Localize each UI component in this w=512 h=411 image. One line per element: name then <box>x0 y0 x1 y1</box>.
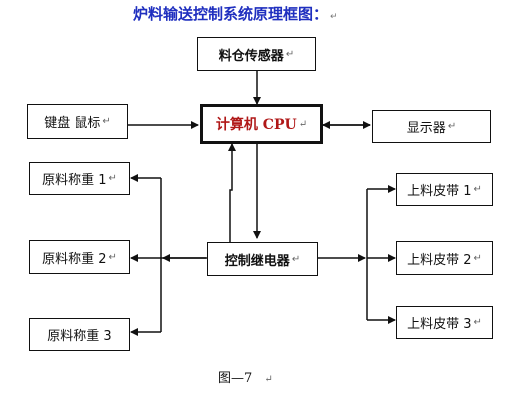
node-sensor-label: 料仓传感器 <box>218 48 284 64</box>
return-mark: ↵ <box>102 116 111 127</box>
return-mark: ↵ <box>285 48 295 60</box>
node-relay: 控制继电器↵ <box>207 242 318 276</box>
node-weigh1: 原料称重 1↵ <box>29 162 130 195</box>
node-weigh2-label: 原料称重 2 <box>42 251 107 267</box>
diagram-title-text: 炉料输送控制系统原理框图： <box>133 5 329 23</box>
node-weigh3: 原料称重 3 <box>29 318 130 351</box>
node-belt2-label: 上料皮带 2 <box>407 252 472 268</box>
return-mark: ↵ <box>473 252 482 264</box>
node-display: 显示器↵ <box>372 110 491 143</box>
node-belt3-label: 上料皮带 3 <box>407 317 472 332</box>
node-keyboard: 键盘 鼠标↵ <box>27 104 128 139</box>
node-sensor: 料仓传感器↵ <box>197 37 316 71</box>
node-weigh1-label: 原料称重 1 <box>42 173 107 188</box>
node-belt3: 上料皮带 3↵ <box>396 306 493 339</box>
return-mark: ↵ <box>298 118 308 130</box>
node-belt2: 上料皮带 2↵ <box>396 241 493 275</box>
figure-caption: 图—7 ↵ <box>218 367 273 386</box>
return-mark: ↵ <box>447 121 457 132</box>
node-relay-label: 控制继电器 <box>224 253 290 269</box>
node-cpu-label: 计算机 CPU <box>215 117 297 133</box>
node-belt1-label: 上料皮带 1 <box>407 184 472 199</box>
node-weigh2: 原料称重 2↵ <box>29 240 130 274</box>
node-belt1: 上料皮带 1↵ <box>396 173 493 206</box>
return-mark: ↵ <box>473 184 482 195</box>
diagram-title: 炉料输送控制系统原理框图：↵ <box>133 3 338 24</box>
return-mark: ↵ <box>108 173 117 184</box>
return-mark: ↵ <box>291 253 301 265</box>
return-mark: ↵ <box>330 12 338 22</box>
arrow-bus-to-cpu <box>228 143 236 258</box>
figure-caption-text: 图—7 <box>218 371 253 386</box>
return-mark: ↵ <box>108 251 117 263</box>
node-display-label: 显示器 <box>406 121 446 136</box>
return-mark: ↵ <box>473 317 482 328</box>
node-cpu: 计算机 CPU↵ <box>200 104 323 144</box>
node-weigh3-label: 原料称重 3 <box>47 329 112 344</box>
node-keyboard-label: 键盘 鼠标 <box>44 116 101 131</box>
return-mark: ↵ <box>264 374 273 385</box>
